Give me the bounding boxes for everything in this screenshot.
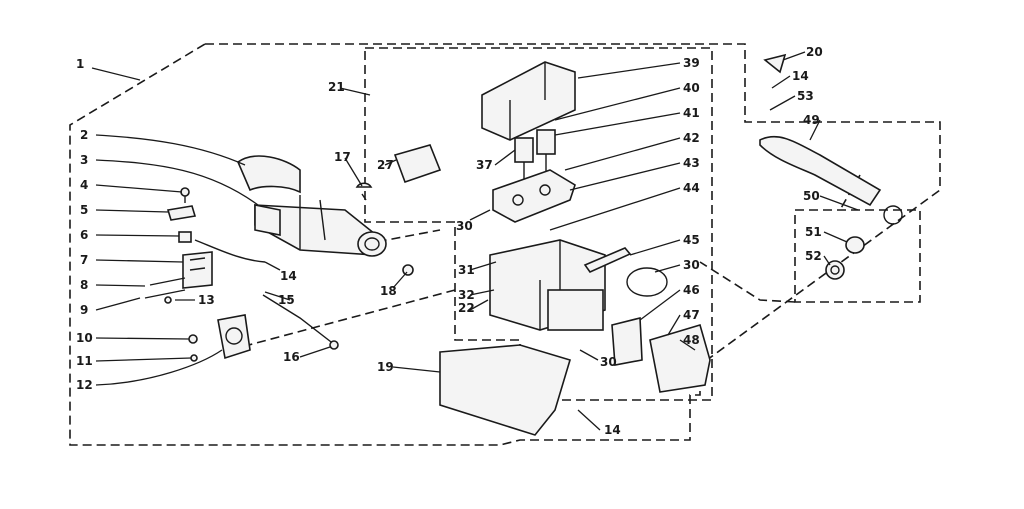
callout-17: 17 xyxy=(334,150,351,164)
callout-21: 21 xyxy=(328,80,345,94)
callout-37: 37 xyxy=(476,158,493,172)
callout-52: 52 xyxy=(805,249,822,263)
callout-22: 22 xyxy=(458,301,475,315)
nut-part-6 xyxy=(178,231,192,243)
callout-30-b: 30 xyxy=(600,355,617,369)
callout-2: 2 xyxy=(80,128,88,142)
callout-16: 16 xyxy=(283,350,300,364)
callout-5: 5 xyxy=(80,203,88,217)
callout-14-b: 14 xyxy=(604,423,621,437)
callout-49: 49 xyxy=(803,113,820,127)
solenoid-plungers xyxy=(514,129,556,180)
tube-part-45 xyxy=(583,247,632,273)
callout-15: 15 xyxy=(278,293,295,307)
valve-cover-part xyxy=(481,61,576,141)
callout-7: 7 xyxy=(80,253,88,267)
callout-4: 4 xyxy=(80,178,88,192)
callout-13: 13 xyxy=(198,293,215,307)
callout-45: 45 xyxy=(683,233,700,247)
callout-42: 42 xyxy=(683,131,700,145)
callout-14-c: 14 xyxy=(792,69,809,83)
frame-connector-line xyxy=(699,174,861,303)
connector-part-46 xyxy=(611,316,643,366)
callout-30-c: 30 xyxy=(683,258,700,272)
callout-8: 8 xyxy=(80,278,88,292)
callout-41: 41 xyxy=(683,106,700,120)
callout-32: 32 xyxy=(458,288,475,302)
callout-20: 20 xyxy=(806,45,823,59)
callout-12: 12 xyxy=(76,378,93,392)
callout-3: 3 xyxy=(80,153,88,167)
callout-27: 27 xyxy=(377,158,394,172)
bracket-part xyxy=(254,204,281,236)
valve-subassembly-frame xyxy=(364,47,713,401)
callout-31: 31 xyxy=(458,263,475,277)
callout-14-a: 14 xyxy=(280,269,297,283)
gasket-part-27 xyxy=(393,144,442,184)
screw-part-4 xyxy=(180,187,190,203)
main-assembly-frame xyxy=(69,43,941,446)
clip-part-5 xyxy=(166,205,197,221)
callout-18: 18 xyxy=(380,284,397,298)
clip-part-20 xyxy=(763,53,787,74)
callout-46: 46 xyxy=(683,283,700,297)
callout-39: 39 xyxy=(683,56,700,70)
orifice-part-51 xyxy=(825,236,865,280)
valve-plate-part xyxy=(492,169,576,223)
pilot-tube-part xyxy=(759,135,903,225)
leader-lines xyxy=(91,51,859,431)
callout-44: 44 xyxy=(683,181,700,195)
heat-shield-part-19 xyxy=(439,344,571,436)
small-fittings xyxy=(164,182,414,362)
callout-50: 50 xyxy=(803,189,820,203)
callout-43: 43 xyxy=(683,156,700,170)
gas-valve-body xyxy=(489,239,606,331)
callout-1: 1 xyxy=(76,57,84,71)
pilot-subassembly-frame xyxy=(794,209,921,303)
callout-40: 40 xyxy=(683,81,700,95)
callout-19: 19 xyxy=(377,360,394,374)
callout-53: 53 xyxy=(797,89,814,103)
callout-10: 10 xyxy=(76,331,93,345)
igniter-part-12 xyxy=(217,314,251,360)
cover-part-48 xyxy=(649,324,711,393)
switch-block-part xyxy=(182,251,213,289)
callout-9: 9 xyxy=(80,303,88,317)
oring-part-45 xyxy=(626,267,668,297)
wire-harness-part xyxy=(144,239,266,299)
burner-tube-part xyxy=(237,155,387,257)
callout-48: 48 xyxy=(683,333,700,347)
callout-47: 47 xyxy=(683,308,700,322)
callout-labels: 1 2 3 4 5 6 7 8 9 10 11 12 13 14 15 16 1… xyxy=(76,45,823,437)
callout-11: 11 xyxy=(76,354,93,368)
callout-6: 6 xyxy=(80,228,88,242)
callout-30-a: 30 xyxy=(456,219,473,233)
callout-51: 51 xyxy=(805,225,822,239)
